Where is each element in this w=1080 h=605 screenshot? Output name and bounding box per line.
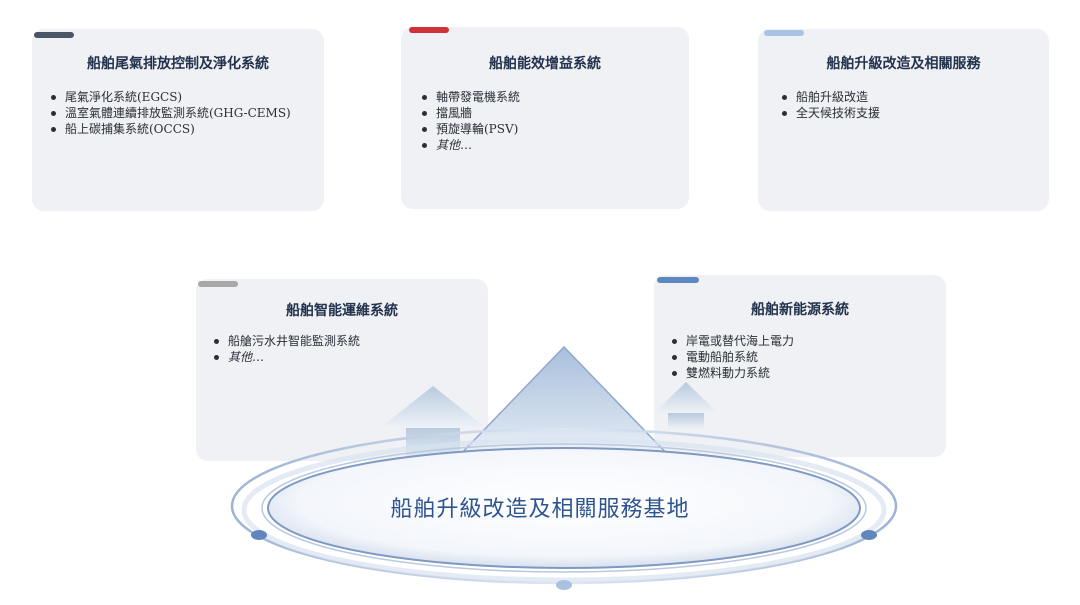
card-item-list: 岸電或替代海上電力 電動船舶系統 雙燃料動力系統 [670,333,794,381]
base-title: 船舶升級改造及相關服務基地 [390,497,690,522]
list-item: 其他… [420,137,520,153]
card-item-list: 船艙污水井智能監測系統 其他… [212,333,360,365]
card-tab [409,27,449,33]
list-item: 軸帶發電機系統 [420,89,520,105]
card-tab [198,281,238,287]
card-title: 船舶智能運維系統 [286,303,398,319]
card-title: 船舶升級改造及相關服務 [826,56,981,72]
ring-dot [861,530,877,540]
card-title: 船舶尾氣排放控制及淨化系統 [87,56,269,72]
list-item: 溫室氣體連續排放監測系統(GHG-CEMS) [49,105,291,121]
center-arrow-shape [454,345,674,480]
list-item: 岸電或替代海上電力 [670,333,794,349]
card-item-list: 尾氣淨化系統(EGCS) 溫室氣體連續排放監測系統(GHG-CEMS) 船上碳捕… [49,89,291,137]
card-title: 船舶能效增益系統 [489,56,601,72]
list-item: 其他… [212,349,360,365]
list-item: 電動船舶系統 [670,349,794,365]
list-item: 預旋導輪(PSV) [420,121,520,137]
card-item-list: 船舶升級改造 全天候技術支援 [780,89,880,121]
list-item: 船舶升級改造 [780,89,880,105]
list-item: 尾氣淨化系統(EGCS) [49,89,291,105]
card-emission-control: 船舶尾氣排放控制及淨化系統 尾氣淨化系統(EGCS) 溫室氣體連續排放監測系統(… [32,29,324,211]
card-tab [764,30,804,36]
card-upgrade-services: 船舶升級改造及相關服務 船舶升級改造 全天候技術支援 [758,29,1049,211]
card-item-list: 軸帶發電機系統 擋風牆 預旋導輪(PSV) 其他… [420,89,520,153]
list-item: 船艙污水井智能監測系統 [212,333,360,349]
card-title: 船舶新能源系統 [751,302,849,318]
card-tab [657,277,699,283]
list-item: 全天候技術支援 [780,105,880,121]
list-item: 擋風牆 [420,105,520,121]
ring-dot [556,580,572,590]
ring-dot [251,530,267,540]
card-energy-efficiency: 船舶能效增益系統 軸帶發電機系統 擋風牆 預旋導輪(PSV) 其他… [401,27,689,209]
list-item: 雙燃料動力系統 [670,365,794,381]
right-arrow-shape [654,382,718,429]
list-item: 船上碳捕集系統(OCCS) [49,121,291,137]
card-tab [34,32,74,38]
